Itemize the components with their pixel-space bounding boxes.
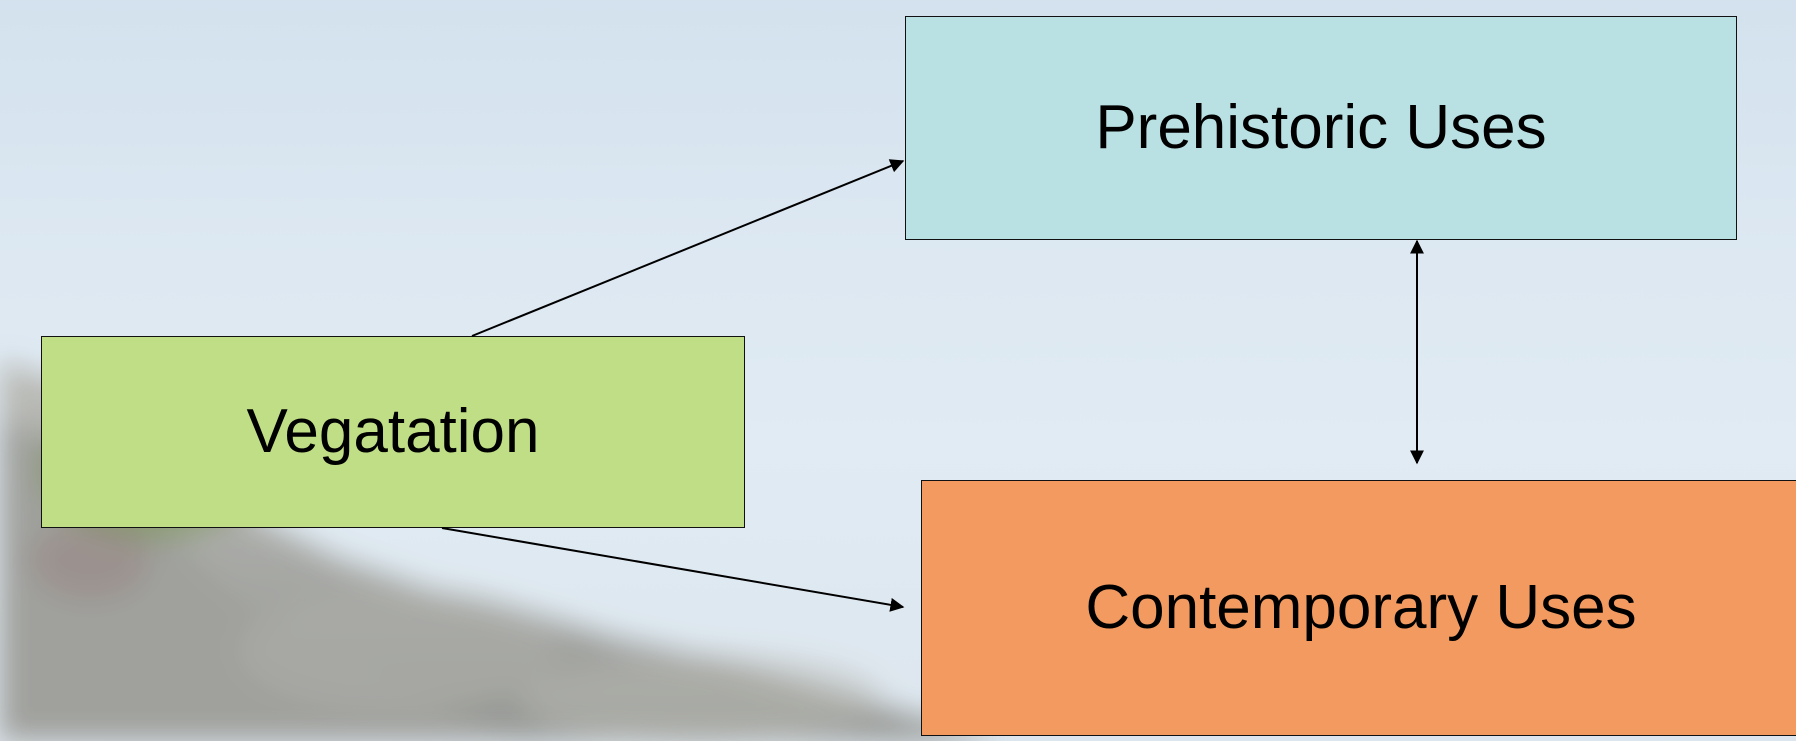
node-prehistoric-uses-label: Prehistoric Uses bbox=[1095, 93, 1547, 162]
node-contemporary-uses: Contemporary Uses bbox=[921, 480, 1796, 736]
node-vegetation: Vegatation bbox=[41, 336, 745, 528]
node-prehistoric-uses: Prehistoric Uses bbox=[905, 16, 1737, 240]
node-vegetation-label: Vegatation bbox=[246, 397, 540, 466]
node-contemporary-uses-label: Contemporary Uses bbox=[1085, 573, 1637, 642]
